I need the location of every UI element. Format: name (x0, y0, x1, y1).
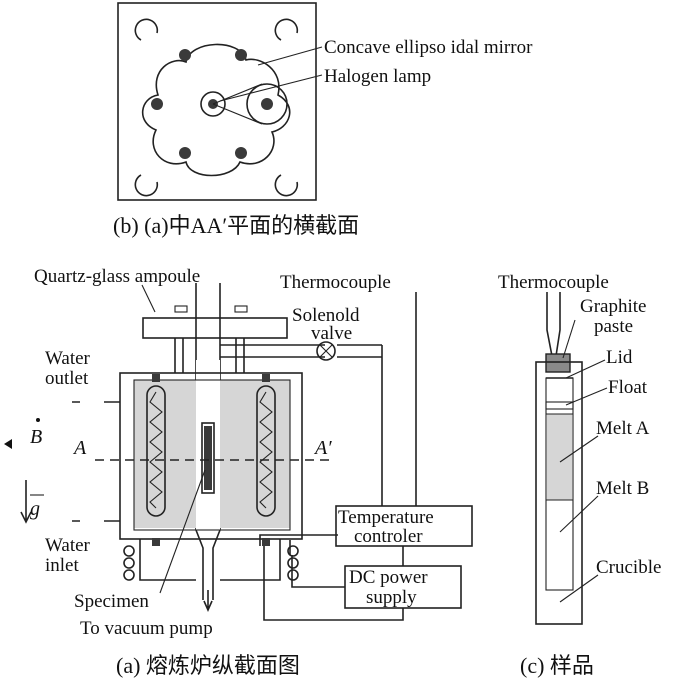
cooling-coil (123, 569, 135, 581)
lamp-leader (219, 74, 323, 102)
panel-c-caption: (c) 样品 (520, 653, 594, 678)
bottom-support (139, 539, 281, 581)
melt-b-leader (559, 495, 599, 533)
cross-section-plate (117, 2, 317, 201)
solenoid-label-1: Solenold (292, 305, 360, 326)
left-lamp-coil (149, 391, 163, 509)
top-flange (142, 317, 288, 339)
lid-leader (565, 359, 606, 379)
vacuum-arrow-icon (203, 590, 213, 612)
solenoid-label-2: valve (311, 323, 352, 344)
ampoule-leader (141, 284, 156, 313)
panel-a-caption: (a) 熔炼炉纵截面图 (116, 653, 300, 678)
focus-ring (246, 83, 288, 125)
temperature-controller-box (335, 505, 473, 547)
dc-line1: DC power (349, 567, 428, 588)
thermocouple-label-a: Thermocouple (280, 272, 391, 293)
cooling-coil (287, 557, 299, 569)
section-a-label: A (72, 437, 87, 459)
temp-ctrl-line1: Temperature (338, 507, 434, 528)
field-dot-icon (36, 418, 40, 422)
specimen-holder (201, 422, 215, 494)
left-lamp-tube (146, 385, 166, 517)
thermocouple-probe (546, 292, 561, 357)
halogen-lamp (261, 98, 273, 110)
lamp-label: Halogen lamp (324, 66, 431, 87)
lamp-socket (262, 538, 270, 546)
right-lamp-coil (259, 391, 273, 509)
crucible-label: Crucible (596, 557, 661, 578)
flange-bolt (174, 305, 188, 313)
melt-b-label: Melt B (596, 478, 649, 499)
temp-ctrl-line2: controler (354, 526, 423, 547)
furnace-inner-wall (133, 379, 291, 531)
float (545, 401, 574, 410)
cooling-coil (287, 545, 299, 557)
flange-bolt (234, 305, 248, 313)
panel-c-sample: Thermocouple Graphite paste Lid Float Me… (498, 272, 661, 678)
corner-hole (134, 174, 159, 197)
field-arrow-icon (4, 439, 12, 449)
melt-a-label: Melt A (596, 418, 650, 439)
vacuum-label: To vacuum pump (80, 618, 213, 639)
dc-line2: supply (366, 587, 417, 608)
panel-b-cross-section: Concave ellipso idal mirror Halogen lamp… (113, 2, 533, 238)
float-leader (565, 387, 608, 406)
right-lamp-tube (256, 385, 276, 517)
lamp-socket (262, 374, 270, 382)
specimen (204, 426, 212, 490)
panel-a-furnace: A A′ B g Temperature controler DC power … (4, 266, 473, 678)
power-cable (259, 534, 404, 621)
solenoid-pipe (220, 344, 382, 358)
corner-hole (274, 18, 299, 41)
halogen-lamp (235, 49, 247, 61)
water-outlet-label-2: outlet (45, 368, 89, 389)
halogen-lamp (179, 49, 191, 61)
halogen-lamp (151, 98, 163, 110)
valve-cross (319, 344, 333, 358)
thermocouple-label-c: Thermocouple (498, 272, 609, 293)
ellipsoidal-mirror-outline (141, 43, 291, 177)
graphite-paste (545, 353, 571, 373)
melt-a-leader (559, 435, 599, 463)
focus-lines (212, 83, 263, 125)
cooling-coil (287, 569, 299, 581)
mirror-leader (257, 46, 323, 66)
cooling-coil (123, 545, 135, 557)
gravity-label: g (30, 498, 40, 520)
furnace-body (119, 372, 303, 540)
water-inlet-label-1: Water (45, 535, 91, 556)
graphite-leader (562, 319, 576, 359)
gravity-arrow-icon (20, 480, 32, 524)
halogen-lamp (235, 147, 247, 159)
specimen-leader (159, 469, 206, 594)
crucible-leader (559, 574, 599, 603)
corner-hole (134, 18, 159, 41)
section-a-prime-label: A′ (313, 437, 332, 459)
water-outlet-label-1: Water (45, 348, 91, 369)
solenoid-valve (316, 341, 336, 361)
support-rods (174, 338, 245, 373)
ampoule-label: Quartz-glass ampoule (34, 266, 200, 287)
water-inlet-label-2: inlet (45, 555, 79, 576)
field-b-label: B (30, 426, 42, 448)
cooling-coil (123, 557, 135, 569)
lid-label: Lid (606, 347, 633, 368)
crucible-body (535, 361, 583, 625)
corner-hole (274, 174, 299, 197)
graphite-label-2: paste (594, 316, 633, 337)
graphite-label-1: Graphite (580, 296, 646, 317)
lamp-socket (152, 538, 160, 546)
mirror-label: Concave ellipso idal mirror (324, 37, 533, 58)
lamp-socket (152, 374, 160, 382)
float-label: Float (608, 377, 648, 398)
center-ring (200, 91, 226, 117)
specimen-label: Specimen (74, 591, 149, 612)
melt-interface (546, 413, 573, 501)
halogen-lamp (179, 147, 191, 159)
panel-b-caption: (b) (a)中AA′平面的横截面 (113, 213, 359, 238)
